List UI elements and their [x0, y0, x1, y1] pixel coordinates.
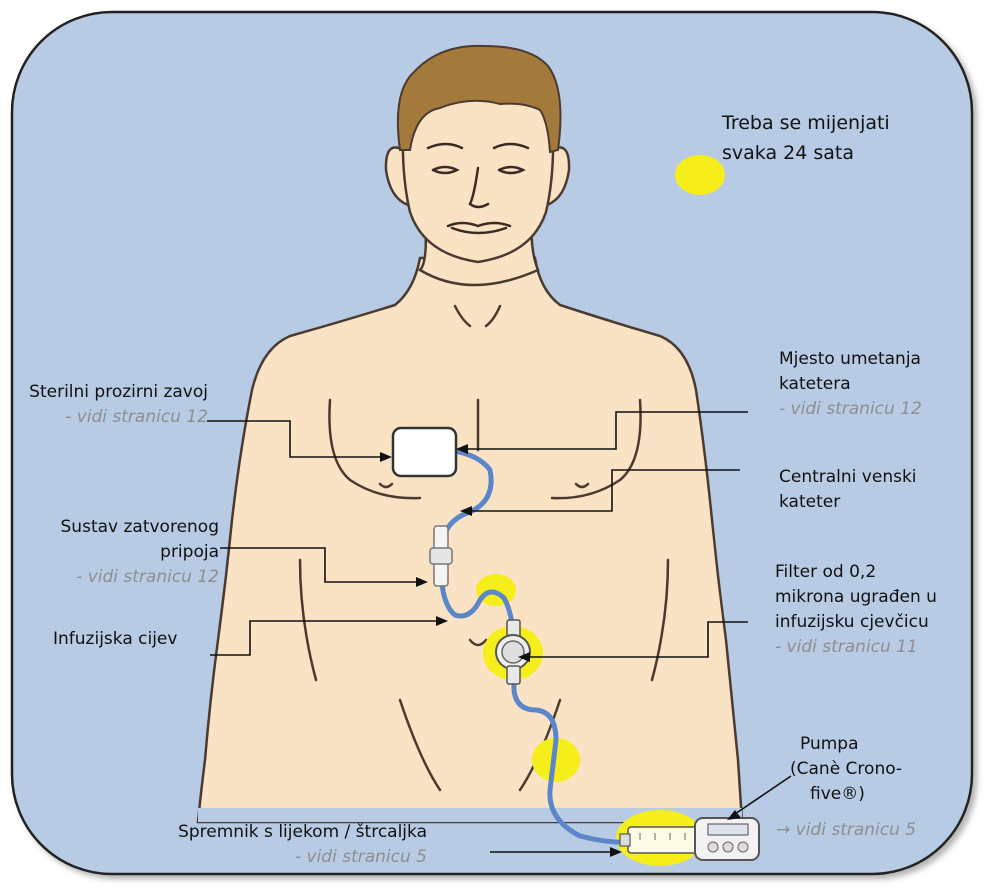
legend-marker: [675, 155, 725, 195]
sterile-dressing: [393, 428, 456, 476]
label-closed-system-line-2: pripoja: [61, 540, 219, 565]
label-closed-system-line-1: Sustav zatvorenog: [61, 515, 219, 540]
label-insertion-site: Mjesto umetanja katetera - vidi stranicu…: [779, 347, 922, 422]
label-pump-ref: → vidi stranicu 5: [776, 818, 916, 843]
legend-line-2: svaka 24 sata: [722, 138, 890, 168]
label-infusion-tube: Infuzijska cijev: [53, 627, 177, 652]
label-closed-system: Sustav zatvorenog pripoja - vidi stranic…: [61, 515, 219, 590]
pump-device: [695, 818, 759, 860]
label-pump: Pumpa (Canè Crono- five®): [800, 732, 902, 807]
label-filter-ref: - vidi stranicu 11: [775, 635, 937, 660]
label-insertion-site-ref: - vidi stranicu 12: [779, 397, 922, 422]
label-sterile-dressing-title: Sterilni prozirni zavoj: [29, 380, 208, 405]
legend-label: Treba se mijenjati svaka 24 sata: [722, 108, 890, 168]
label-cvc: Centralni venski kateter: [779, 465, 917, 515]
legend-line-1: Treba se mijenjati: [722, 108, 890, 138]
label-closed-system-ref: - vidi stranicu 12: [61, 565, 219, 590]
label-sterile-dressing-ref: - vidi stranicu 12: [29, 405, 208, 430]
closed-connector: [430, 526, 452, 586]
label-cvc-line-2: kateter: [779, 490, 917, 515]
label-filter-line-3: infuzijsku cjevčicu: [775, 610, 937, 635]
label-pump-ref-text: → vidi stranicu 5: [776, 818, 916, 843]
label-insertion-site-line-2: katetera: [779, 372, 922, 397]
syringe-reservoir: [620, 827, 698, 853]
torso: [198, 258, 742, 822]
label-pump-line-1: Pumpa: [800, 732, 902, 757]
label-pump-line-2: (Canè Crono-: [790, 757, 902, 782]
label-reservoir-ref: - vidi stranicu 5: [178, 845, 427, 870]
label-filter: Filter od 0,2 mikrona ugrađen u infuzijs…: [775, 560, 937, 660]
label-reservoir-title: Spremnik s lijekom / štrcaljka: [178, 820, 427, 845]
label-cvc-line-1: Centralni venski: [779, 465, 917, 490]
label-insertion-site-line-1: Mjesto umetanja: [779, 347, 922, 372]
label-filter-line-2: mikrona ugrađen u: [775, 585, 937, 610]
label-sterile-dressing: Sterilni prozirni zavoj - vidi stranicu …: [29, 380, 208, 430]
label-reservoir: Spremnik s lijekom / štrcaljka - vidi st…: [178, 820, 427, 870]
label-filter-line-1: Filter od 0,2: [775, 560, 937, 585]
label-infusion-tube-title: Infuzijska cijev: [53, 627, 177, 652]
label-pump-line-3: five®): [810, 782, 902, 807]
